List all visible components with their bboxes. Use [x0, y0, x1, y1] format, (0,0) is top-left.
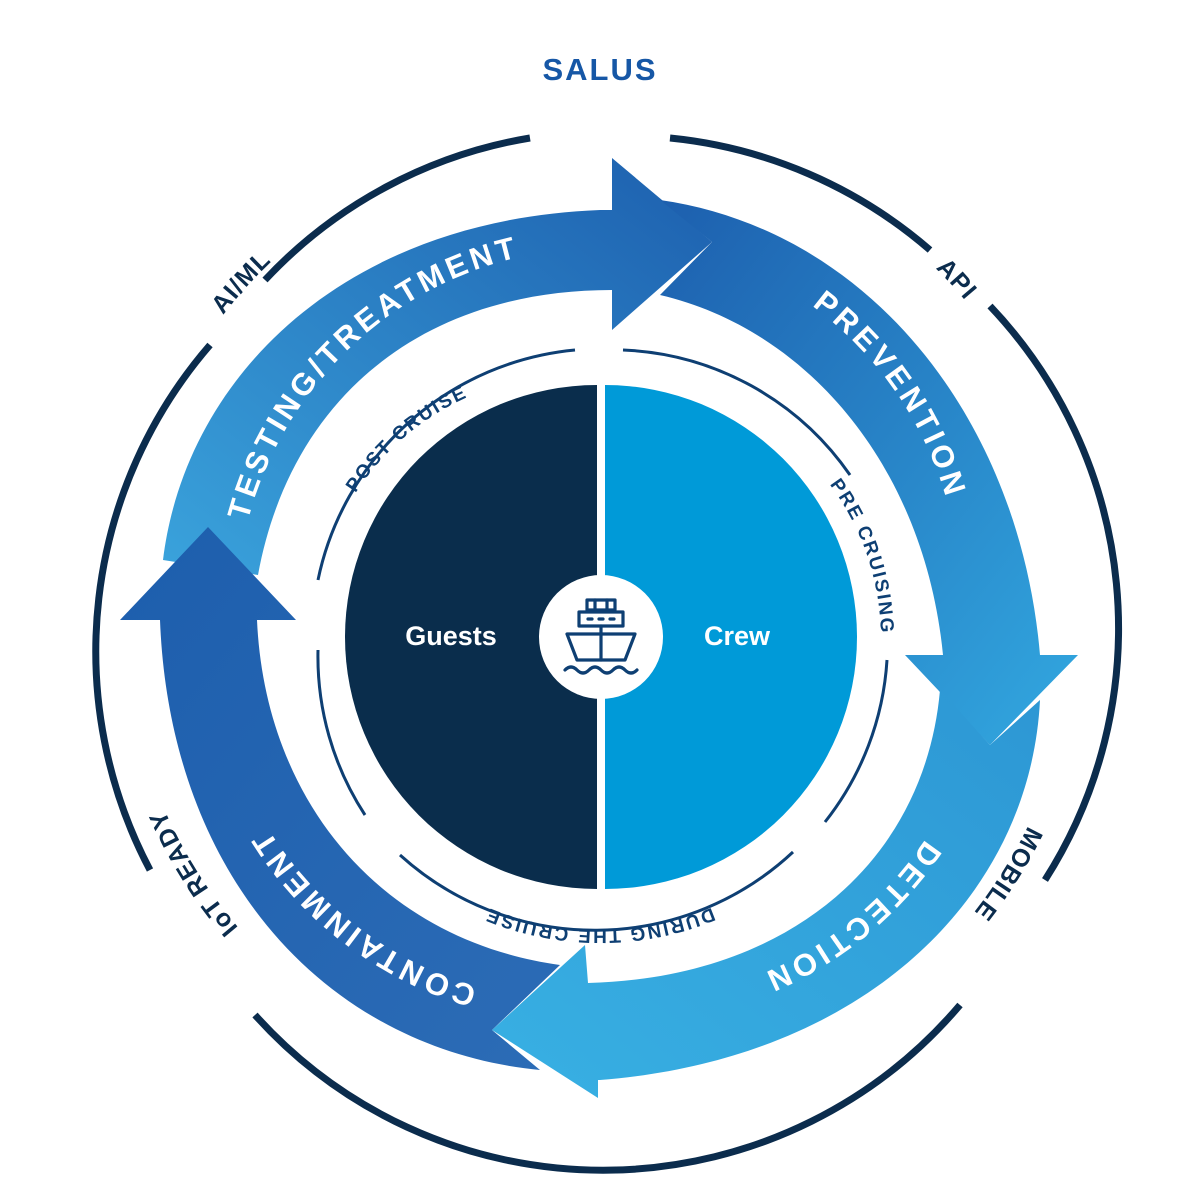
stage-ring-top-left — [316, 348, 576, 581]
stage-ring-top-right — [622, 348, 852, 476]
arrow-detection — [492, 690, 1040, 1098]
guests-half — [345, 385, 597, 889]
stage-during-the-cruise-wrap: DURING THE CRUISE — [482, 903, 717, 946]
outer-ring-left — [92, 342, 213, 872]
outer-ring — [92, 134, 1123, 1174]
outer-ring-bottom — [252, 1002, 963, 1174]
label-ai-ml-wrap: AI/ML — [206, 245, 276, 319]
arrow-testing-treatment — [163, 158, 712, 575]
outer-ring-top-left — [262, 134, 531, 283]
stage-ring-left — [316, 649, 367, 816]
stage-ring-bottom — [398, 850, 795, 932]
outer-ring-top-right — [669, 134, 933, 253]
crew-label: Crew — [704, 621, 771, 651]
label-api-wrap: API — [931, 253, 982, 305]
guests-label: Guests — [405, 621, 497, 651]
outer-ring-right — [987, 303, 1123, 882]
arrow-prevention — [660, 200, 1078, 745]
ship-icon — [563, 598, 639, 675]
label-api: API — [931, 253, 981, 305]
arrow-containment — [120, 527, 560, 1070]
stage-during-the-cruise: DURING THE CRUISE — [482, 903, 715, 946]
label-ai-ml: AI/ML — [206, 245, 275, 319]
cycle-arrows — [120, 158, 1078, 1098]
crew-half — [605, 385, 857, 889]
stage-ring-right — [823, 659, 889, 823]
title: SALUS — [542, 52, 657, 87]
stage-ring — [316, 348, 889, 932]
